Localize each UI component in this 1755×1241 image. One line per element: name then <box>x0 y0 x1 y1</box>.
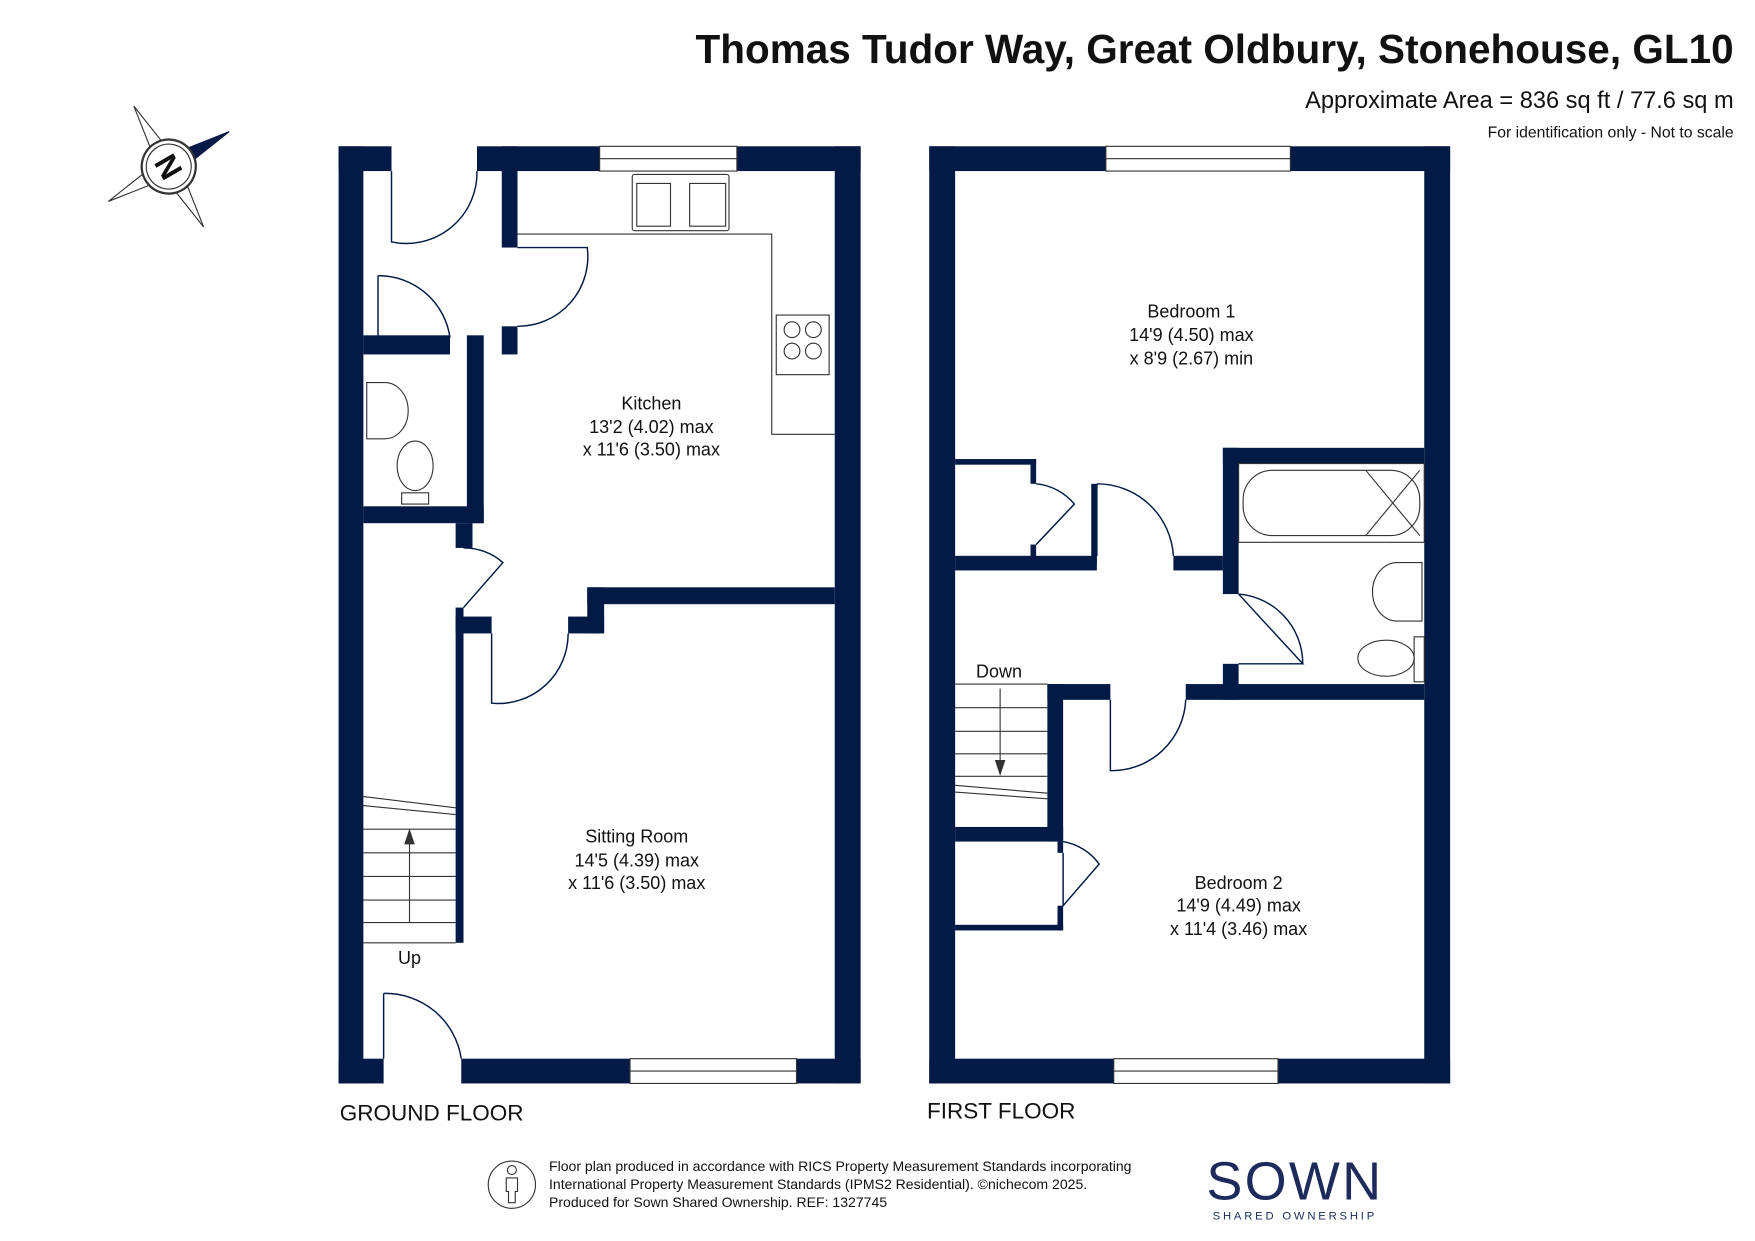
ground-floor-label: GROUND FLOOR <box>340 1101 524 1126</box>
window <box>599 145 738 172</box>
bedroom-2-dim: 14'9 (4.49) max <box>1176 895 1300 915</box>
first-floor-label: FIRST FLOOR <box>927 1098 1075 1123</box>
hob-icon <box>775 314 830 376</box>
sitting-room-dim: x 11'6 (3.50) max <box>568 873 705 893</box>
compass-icon <box>107 105 230 228</box>
bedroom-2-name: Bedroom 2 <box>1195 873 1283 893</box>
sown-logo: SOWN <box>1206 1151 1383 1211</box>
staircase <box>955 683 1048 800</box>
first-floor-plan: Down Bedroom 1 14'9 (4.50) max x 8'9 (2.… <box>929 145 1451 1084</box>
sown-logo-subtitle: SHARED OWNERSHIP <box>1213 1211 1377 1223</box>
kitchen-name: Kitchen <box>621 394 681 414</box>
sink-icon <box>631 173 730 232</box>
bedroom-1-dim: 14'9 (4.50) max <box>1129 325 1254 345</box>
footer-line-1: Floor plan produced in accordance with R… <box>549 1158 1131 1174</box>
window <box>1105 145 1291 172</box>
basin-icon <box>1372 562 1423 622</box>
bedroom-1-dim: x 8'9 (2.67) min <box>1130 349 1254 369</box>
property-title: Thomas Tudor Way, Great Oldbury, Stoneho… <box>695 26 1733 72</box>
stairs-down-label: Down <box>976 661 1022 681</box>
kitchen-dim: 13'2 (4.02) max <box>589 417 714 437</box>
door-swing <box>377 171 589 1059</box>
window <box>1113 1058 1279 1084</box>
sitting-room-name: Sitting Room <box>585 827 688 847</box>
person-icon <box>487 1160 537 1209</box>
bath-icon <box>1238 463 1425 543</box>
stairs-up-label: Up <box>398 948 421 968</box>
door-swing <box>1035 483 1305 908</box>
toilet-icon <box>1357 636 1425 683</box>
bedroom-2-dim: x 11'4 (3.46) max <box>1170 919 1307 939</box>
ground-floor-plan: Up Kitchen 13'2 (4.02) max x 11'6 (3.50)… <box>338 145 861 1084</box>
staircase <box>363 796 456 944</box>
sitting-room-dim: 14'5 (4.39) max <box>575 850 700 870</box>
basin-icon <box>366 382 409 440</box>
window <box>629 1058 798 1084</box>
bedroom-1-name: Bedroom 1 <box>1147 301 1235 321</box>
kitchen-dim: x 11'6 (3.50) max <box>583 440 720 460</box>
approximate-area: Approximate Area = 836 sq ft / 77.6 sq m <box>1305 88 1734 114</box>
footer-line-2: International Property Measurement Stand… <box>549 1176 1087 1192</box>
footer-line-3: Produced for Sown Shared Ownership. REF:… <box>549 1194 887 1210</box>
toilet-icon <box>396 440 434 505</box>
scale-note: For identification only - Not to scale <box>1488 124 1734 141</box>
